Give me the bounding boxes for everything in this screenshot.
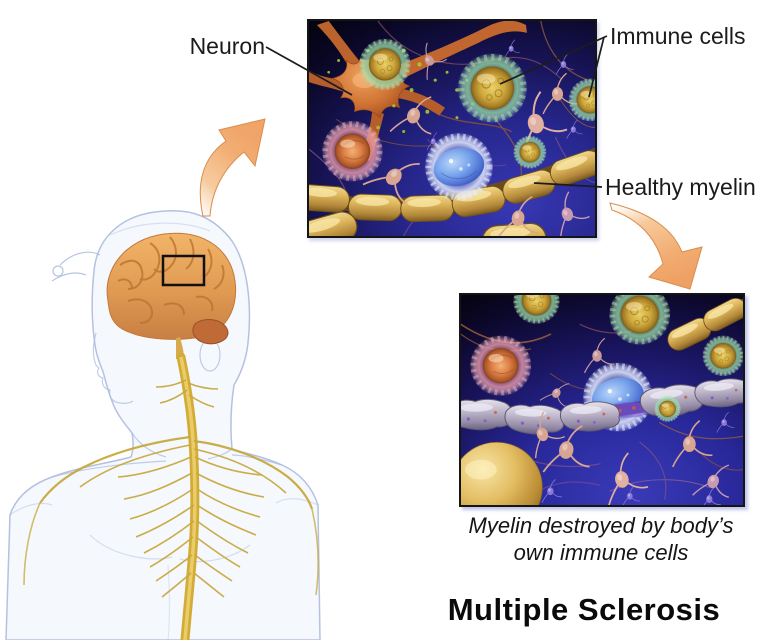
spinal-cord xyxy=(176,352,200,640)
ms-tissue-inset xyxy=(459,293,745,507)
immune-cells-label: Immune cells xyxy=(610,23,746,49)
neuron-label: Neuron xyxy=(189,33,265,59)
peripheral-nerves xyxy=(23,379,319,598)
brain-zoom-rectangle xyxy=(161,254,206,287)
pink-cell xyxy=(321,120,383,182)
immune-cell xyxy=(652,394,683,424)
curved-arrow-down-right-icon xyxy=(609,202,703,290)
immune-cell xyxy=(457,53,527,123)
myelin-sheath-damaged xyxy=(461,376,743,436)
blue-cell xyxy=(424,132,493,201)
ms-inset-caption: Myelin destroyed by body’s own immune ce… xyxy=(440,512,762,566)
immune-cell xyxy=(511,133,549,171)
cerebellum xyxy=(192,319,229,345)
immune-cell xyxy=(359,38,411,90)
brain-gyri xyxy=(117,236,225,324)
immune-cell xyxy=(700,333,743,379)
caption-line-2: own immune cells xyxy=(513,540,689,565)
healthy-tissue-inset xyxy=(307,19,597,238)
myelin-gold-corner xyxy=(663,295,743,355)
pink-cell xyxy=(470,335,532,397)
caption-line-1: Myelin destroyed by body’s xyxy=(468,513,734,538)
page-title: Multiple Sclerosis xyxy=(447,592,721,627)
body-silhouette xyxy=(5,209,321,640)
ms-tissue-scene xyxy=(461,295,743,505)
healthy-myelin-label: Healthy myelin xyxy=(605,174,756,200)
sphere-highlight xyxy=(464,459,497,480)
curved-arrow-up-right-icon xyxy=(199,118,266,217)
body-figure xyxy=(5,209,321,640)
myelin-sheath-healthy xyxy=(309,146,595,236)
healthy-tissue-scene xyxy=(309,21,595,236)
yellow-sphere-cell xyxy=(461,441,543,505)
